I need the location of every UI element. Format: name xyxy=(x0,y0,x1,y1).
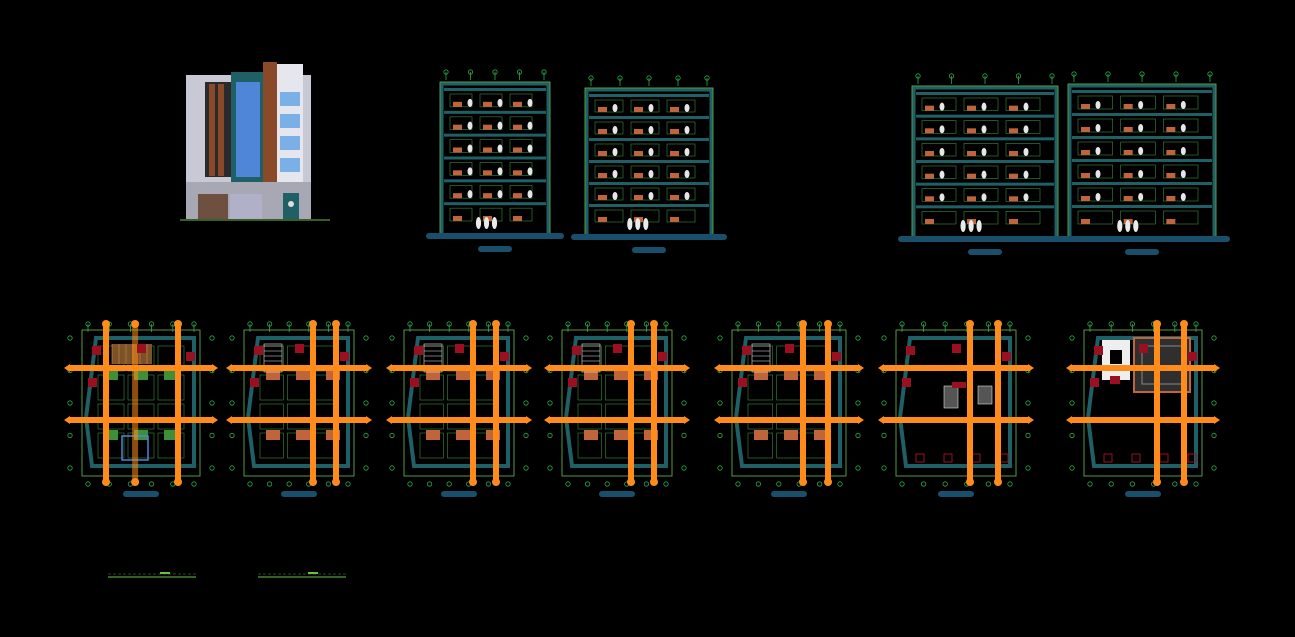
floor-plans-layer xyxy=(64,320,1220,497)
sections-layer xyxy=(426,69,1230,255)
floor-plan-2 xyxy=(226,320,372,497)
floor-plan-6 xyxy=(878,320,1034,497)
front-elevation xyxy=(180,62,330,221)
section-c xyxy=(898,73,1072,255)
floor-plan-7 xyxy=(1066,320,1220,497)
elevation-wood-panel xyxy=(209,84,215,176)
floor-plan-1 xyxy=(64,320,218,497)
floor-plan-5 xyxy=(714,320,864,497)
floor-plan-4 xyxy=(544,320,690,497)
section-b xyxy=(571,75,727,253)
elevation-glass-curtain xyxy=(236,82,260,177)
section-d xyxy=(1054,71,1230,255)
floor-plan-3 xyxy=(386,320,532,497)
section-a xyxy=(426,69,564,252)
scale-bar-1 xyxy=(108,572,196,578)
scale-bar-2 xyxy=(258,572,346,578)
